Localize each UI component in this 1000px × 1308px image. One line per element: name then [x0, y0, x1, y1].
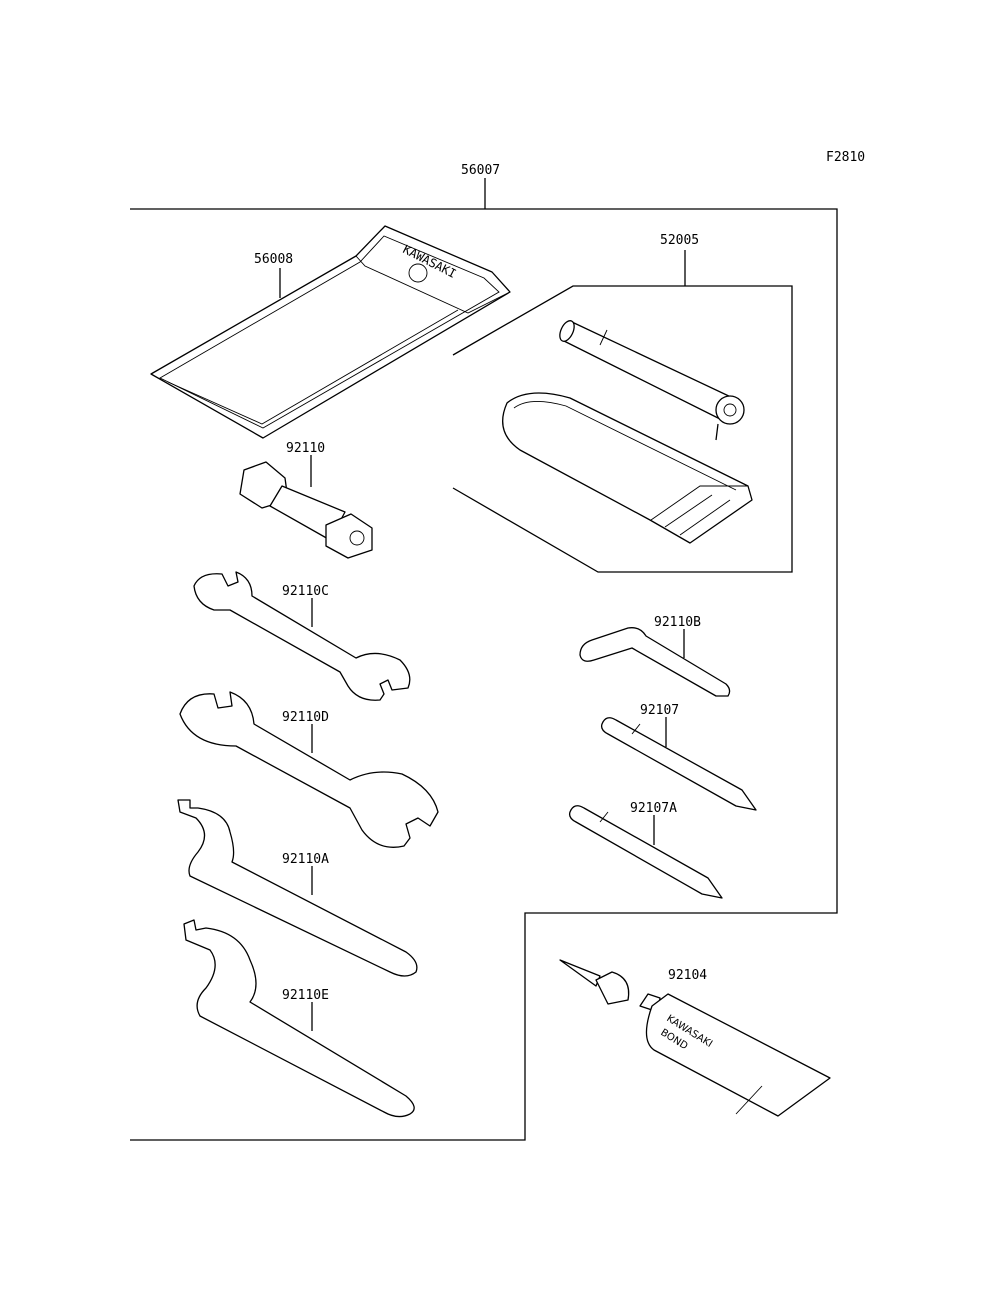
- hook-wrench-e-drawing: [183, 919, 415, 1118]
- label-52005: 52005: [660, 233, 699, 248]
- kit-outline: [130, 178, 838, 1141]
- tool-pouch-drawing: KAWASAKI: [150, 225, 511, 439]
- label-92110D: 92110D: [282, 710, 329, 725]
- hook-wrench-a-drawing: [177, 799, 418, 977]
- label-92110C: 92110C: [282, 584, 329, 599]
- figure-code: F2810: [826, 150, 865, 165]
- bond-tube-drawing: KAWASAKI BOND: [559, 959, 831, 1117]
- label-92110A: 92110A: [282, 852, 329, 867]
- wrench-large-drawing: [179, 691, 439, 848]
- label-92110B: 92110B: [654, 615, 701, 630]
- screwdriver-92107-drawing: [600, 717, 757, 811]
- wrench-small-drawing: [193, 571, 411, 701]
- label-92110: 92110: [286, 441, 325, 456]
- label-92107A: 92107A: [630, 801, 677, 816]
- kit-number-label: 56007: [461, 163, 500, 178]
- bracket-52005: [452, 250, 793, 573]
- plug-wrench-drawing: [239, 461, 373, 559]
- label-92107: 92107: [640, 703, 679, 718]
- pump-bag-drawing: [502, 392, 753, 544]
- screwdriver-92107A-drawing: [568, 805, 723, 899]
- label-92104: 92104: [668, 968, 707, 983]
- hex-key-drawing: [579, 627, 731, 697]
- label-56008: 56008: [254, 252, 293, 267]
- label-92110E: 92110E: [282, 988, 329, 1003]
- pump-drawing: [559, 320, 745, 441]
